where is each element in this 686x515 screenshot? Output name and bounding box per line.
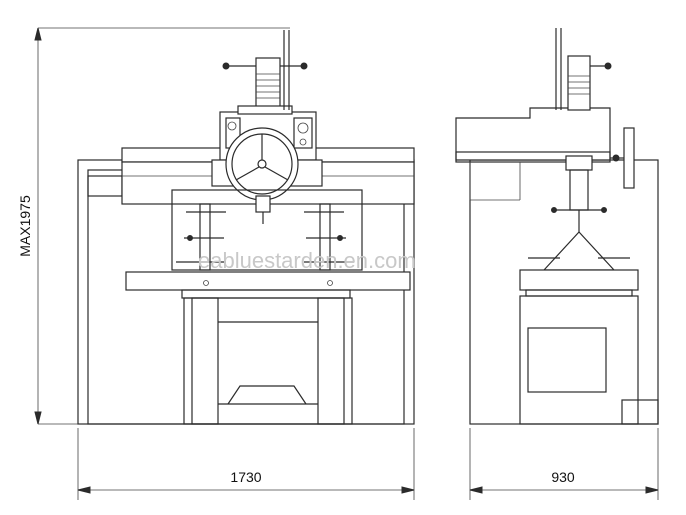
watermark: eabluestarden.en.com bbox=[198, 248, 416, 273]
front-width-label: 1730 bbox=[230, 469, 261, 485]
side-width-label: 930 bbox=[551, 469, 575, 485]
height-label: MAX1975 bbox=[17, 195, 33, 257]
front-width-dimension: 1730 bbox=[77, 428, 415, 500]
front-view bbox=[77, 30, 415, 425]
height-dimension: MAX1975 bbox=[17, 27, 330, 425]
side-width-dimension: 930 bbox=[469, 428, 659, 500]
side-view bbox=[455, 28, 659, 425]
